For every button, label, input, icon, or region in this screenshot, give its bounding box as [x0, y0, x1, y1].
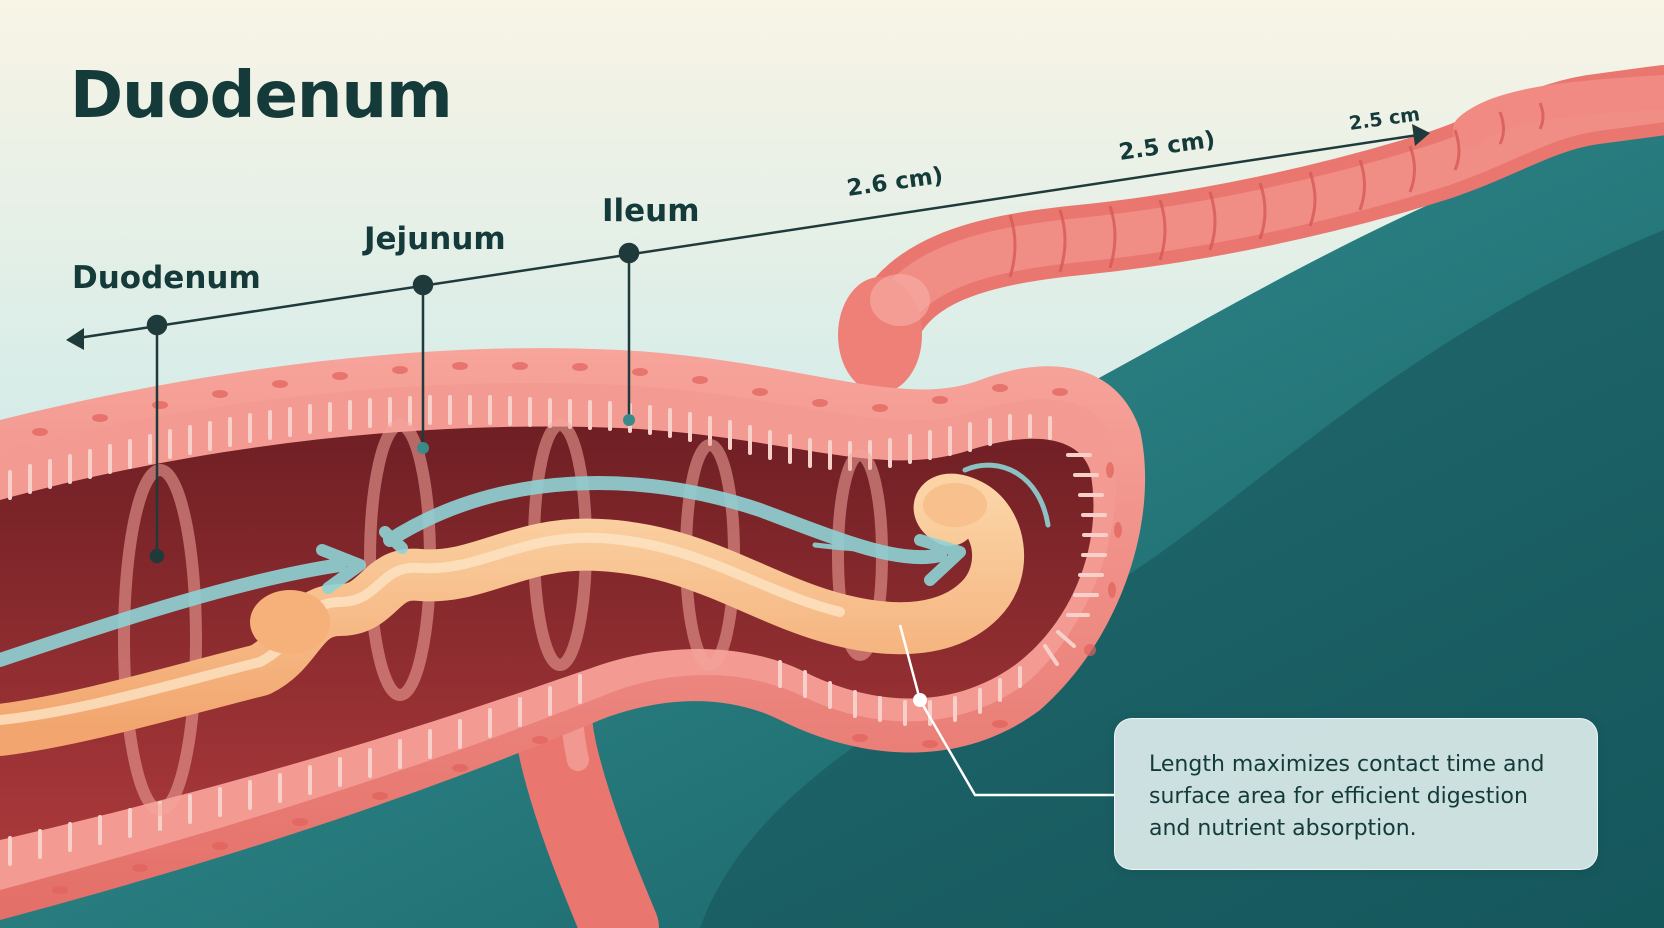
segment-label-duodenum: Duodenum: [72, 260, 261, 296]
callout-box: Length maximizes contact time and surfac…: [1114, 718, 1598, 870]
callout-text: Length maximizes contact time and surfac…: [1149, 752, 1545, 841]
coiled-intestine: [838, 65, 1664, 393]
flow-arrows: [0, 462, 1051, 667]
segment-label-ileum: Ileum: [602, 193, 700, 229]
segment-markers: [146, 242, 640, 564]
length-measurement-line: [66, 124, 1430, 350]
callout-leader: [898, 624, 1114, 797]
chyme-bolus: [0, 473, 1025, 756]
segment-label-jejunum: Jejunum: [362, 221, 506, 257]
arrow-left-icon: [66, 328, 84, 350]
page-title: Duodenum: [70, 59, 452, 133]
arrow-right-icon: [1412, 124, 1430, 146]
